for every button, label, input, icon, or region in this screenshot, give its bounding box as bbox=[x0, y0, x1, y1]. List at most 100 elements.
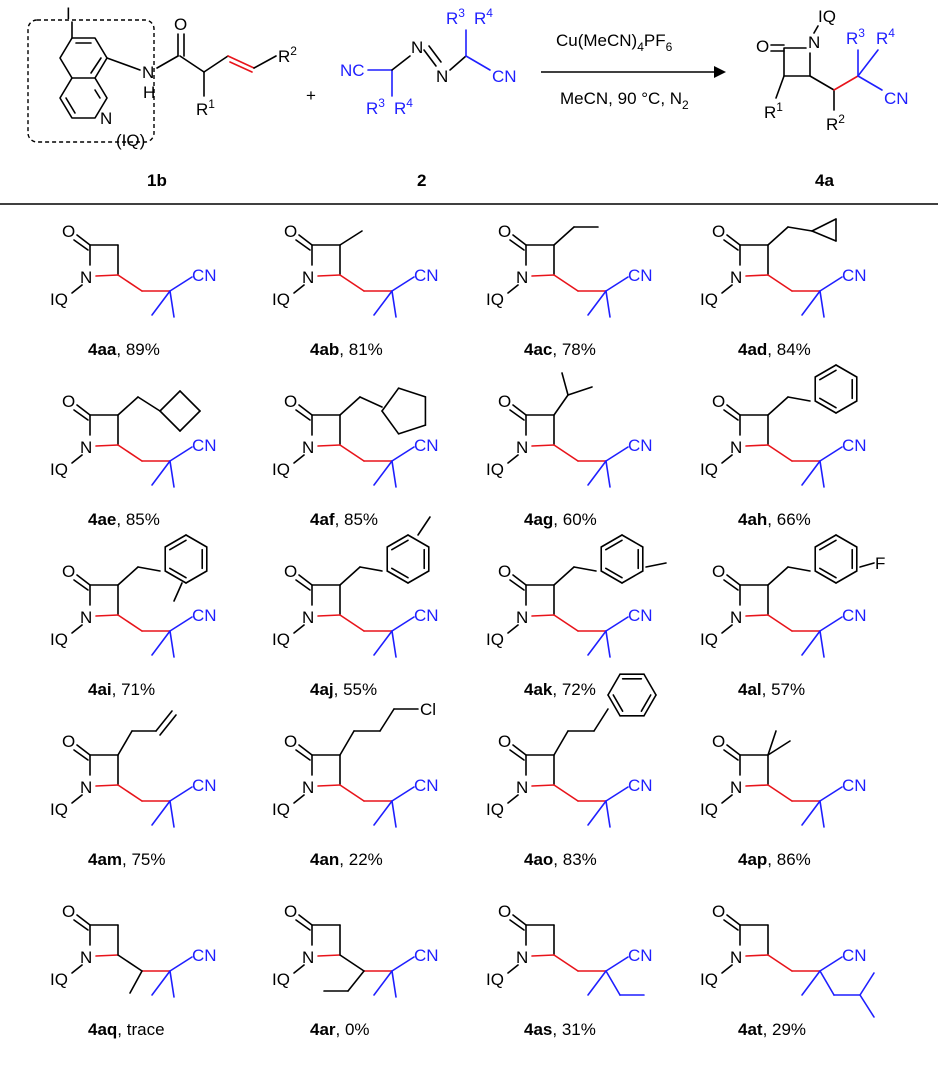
product-r4-label: R4 bbox=[876, 26, 895, 48]
lactam-n-label: N bbox=[730, 268, 742, 287]
bond bbox=[818, 567, 837, 579]
bond bbox=[185, 534, 208, 548]
bond bbox=[767, 614, 793, 632]
bond bbox=[835, 570, 858, 584]
nitrile-label: CN bbox=[414, 436, 439, 455]
bond bbox=[814, 400, 837, 414]
compound-yield: , 57% bbox=[762, 680, 805, 699]
nitrile-label: CN bbox=[192, 606, 217, 625]
nitrile-label: CN bbox=[628, 266, 653, 285]
bond bbox=[73, 579, 89, 591]
product-iq-label: IQ bbox=[818, 7, 836, 26]
bond bbox=[587, 800, 607, 826]
bond bbox=[767, 396, 789, 416]
bond bbox=[818, 539, 837, 551]
bond bbox=[745, 614, 769, 617]
product-n-label: N bbox=[808, 33, 820, 52]
bond bbox=[605, 800, 611, 828]
nitrile-label: CN bbox=[628, 946, 653, 965]
bond bbox=[391, 786, 415, 802]
bond bbox=[317, 784, 341, 787]
bond bbox=[95, 954, 119, 957]
bond bbox=[604, 539, 623, 551]
bond bbox=[819, 616, 843, 632]
bond bbox=[76, 234, 91, 246]
compound-id: 4al bbox=[738, 680, 762, 699]
amide-h-label: H bbox=[143, 83, 155, 102]
compound-caption: 4at, 29% bbox=[738, 1020, 806, 1039]
compound-caption: 4an, 22% bbox=[310, 850, 383, 869]
bond bbox=[373, 290, 393, 316]
lactam-n-label: N bbox=[80, 778, 92, 797]
bond bbox=[169, 290, 175, 318]
carbonyl-o-label: O bbox=[498, 732, 511, 751]
bond bbox=[71, 454, 83, 464]
bond bbox=[721, 284, 733, 294]
bond bbox=[339, 396, 361, 416]
bond bbox=[721, 454, 733, 464]
lactam-n-label: N bbox=[80, 438, 92, 457]
bond bbox=[645, 562, 667, 568]
compound-caption: 4ad, 84% bbox=[738, 340, 811, 359]
bond bbox=[801, 800, 821, 826]
bond bbox=[317, 614, 341, 617]
nitrile-label: CN bbox=[842, 606, 867, 625]
bond bbox=[293, 964, 305, 974]
r1-label: R1 bbox=[196, 97, 215, 119]
bond bbox=[512, 914, 527, 926]
compound-yield: , 81% bbox=[339, 340, 382, 359]
iodo-label: I bbox=[66, 4, 71, 23]
carbonyl-o-label: O bbox=[62, 562, 75, 581]
nitrile-label: CN bbox=[628, 606, 653, 625]
lactam-n-label: N bbox=[80, 268, 92, 287]
bond bbox=[359, 566, 383, 572]
bond bbox=[507, 284, 519, 294]
bond bbox=[179, 410, 201, 432]
compound-id: 4ai bbox=[88, 680, 112, 699]
compound-id: 4ak bbox=[524, 680, 553, 699]
compound-yield: , 29% bbox=[763, 1020, 806, 1039]
bond bbox=[169, 276, 193, 292]
bond bbox=[151, 800, 171, 826]
chloro-label: Cl bbox=[420, 700, 436, 719]
lactam-n-label: N bbox=[730, 948, 742, 967]
lactam-n-label: N bbox=[302, 268, 314, 287]
bond bbox=[605, 446, 629, 462]
lactam-n-label: N bbox=[516, 268, 528, 287]
label-2: 2 bbox=[417, 171, 426, 190]
bond bbox=[298, 574, 313, 586]
bond bbox=[386, 570, 409, 584]
bond bbox=[391, 460, 397, 488]
nitrile-label: CN bbox=[414, 266, 439, 285]
bond bbox=[819, 460, 825, 488]
carbonyl-o-label: O bbox=[712, 222, 725, 241]
bond bbox=[159, 390, 181, 412]
bond bbox=[151, 970, 171, 996]
bond bbox=[553, 444, 579, 462]
bond bbox=[767, 730, 777, 756]
compound-yield: , 66% bbox=[767, 510, 810, 529]
bond bbox=[397, 424, 427, 435]
bond bbox=[605, 956, 629, 972]
bond bbox=[293, 284, 305, 294]
bond bbox=[721, 964, 733, 974]
carbonyl-o-label: O bbox=[712, 732, 725, 751]
nitrile-label: CN bbox=[192, 266, 217, 285]
iq-label: IQ bbox=[272, 460, 290, 479]
bond bbox=[553, 730, 569, 756]
bond bbox=[801, 290, 821, 316]
compound-id: 4ag bbox=[524, 510, 553, 529]
nitrile-label: CN bbox=[842, 266, 867, 285]
bond bbox=[164, 534, 187, 548]
bond bbox=[835, 400, 858, 414]
bond bbox=[512, 574, 527, 586]
lactam-n-label: N bbox=[730, 608, 742, 627]
bond bbox=[593, 708, 609, 732]
bond bbox=[76, 744, 91, 756]
bond bbox=[379, 708, 395, 732]
bond bbox=[117, 274, 143, 292]
compound-caption: 4ar, 0% bbox=[310, 1020, 370, 1039]
